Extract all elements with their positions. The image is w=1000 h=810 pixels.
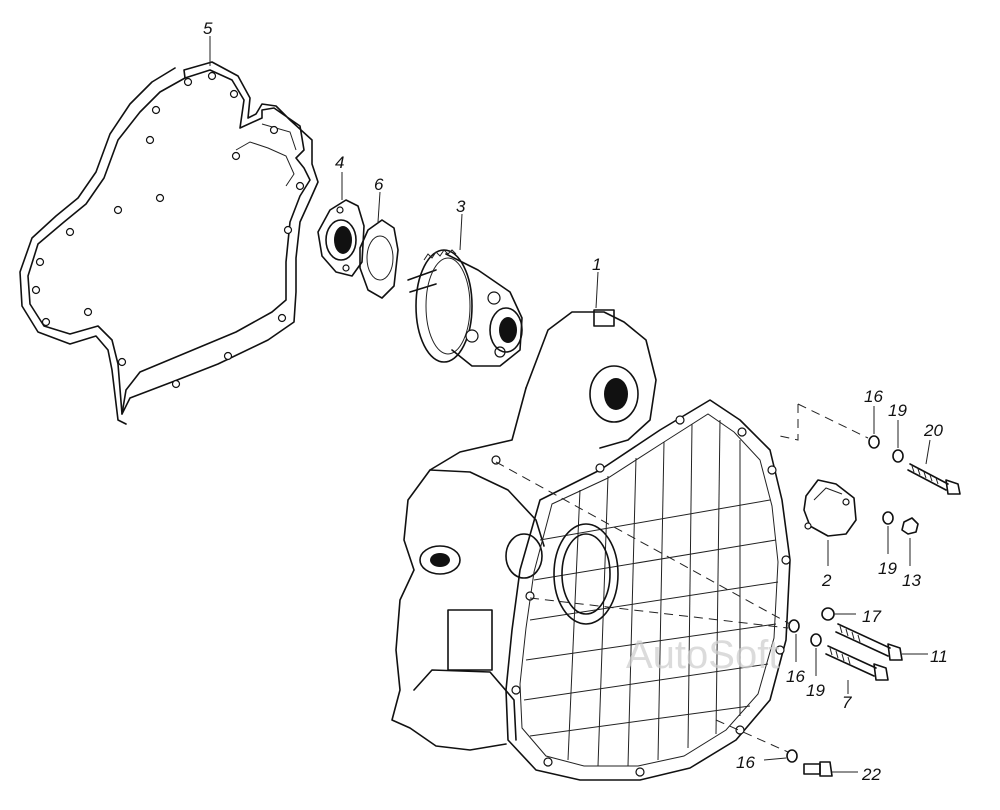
watermark: AutoSoft bbox=[626, 633, 779, 677]
callout-19-mid: 19 bbox=[878, 559, 897, 578]
leader-lines bbox=[209, 36, 931, 773]
callout-3: 3 bbox=[456, 197, 466, 216]
callout-16-lower: 16 bbox=[736, 753, 755, 772]
callout-20: 20 bbox=[923, 421, 943, 440]
callout-2: 2 bbox=[821, 571, 832, 590]
callout-16-mid: 16 bbox=[786, 667, 805, 686]
callout-6: 6 bbox=[374, 175, 384, 194]
callout-7: 7 bbox=[842, 693, 852, 712]
callout-labels: 5 4 6 3 1 16 19 20 2 19 13 17 11 16 19 7… bbox=[203, 19, 948, 784]
housing-part-1 bbox=[391, 309, 791, 781]
gear-part-3 bbox=[407, 249, 523, 367]
fasteners bbox=[786, 435, 961, 777]
callout-19-lower: 19 bbox=[806, 681, 825, 700]
gasket-part-5 bbox=[19, 61, 319, 425]
callout-17: 17 bbox=[862, 607, 881, 626]
cover-part-2 bbox=[803, 479, 857, 537]
flange-part-4 bbox=[317, 199, 365, 277]
alignment-lines bbox=[495, 403, 869, 753]
callout-22: 22 bbox=[861, 765, 881, 784]
callout-11: 11 bbox=[930, 647, 948, 666]
callout-13: 13 bbox=[902, 571, 921, 590]
callout-4: 4 bbox=[335, 153, 344, 172]
callout-5: 5 bbox=[203, 19, 213, 38]
callout-1: 1 bbox=[592, 255, 601, 274]
rib-grid bbox=[523, 419, 779, 767]
callout-19-upper: 19 bbox=[888, 401, 907, 420]
gasket-part-6 bbox=[359, 219, 399, 299]
callout-16-upper: 16 bbox=[864, 387, 883, 406]
